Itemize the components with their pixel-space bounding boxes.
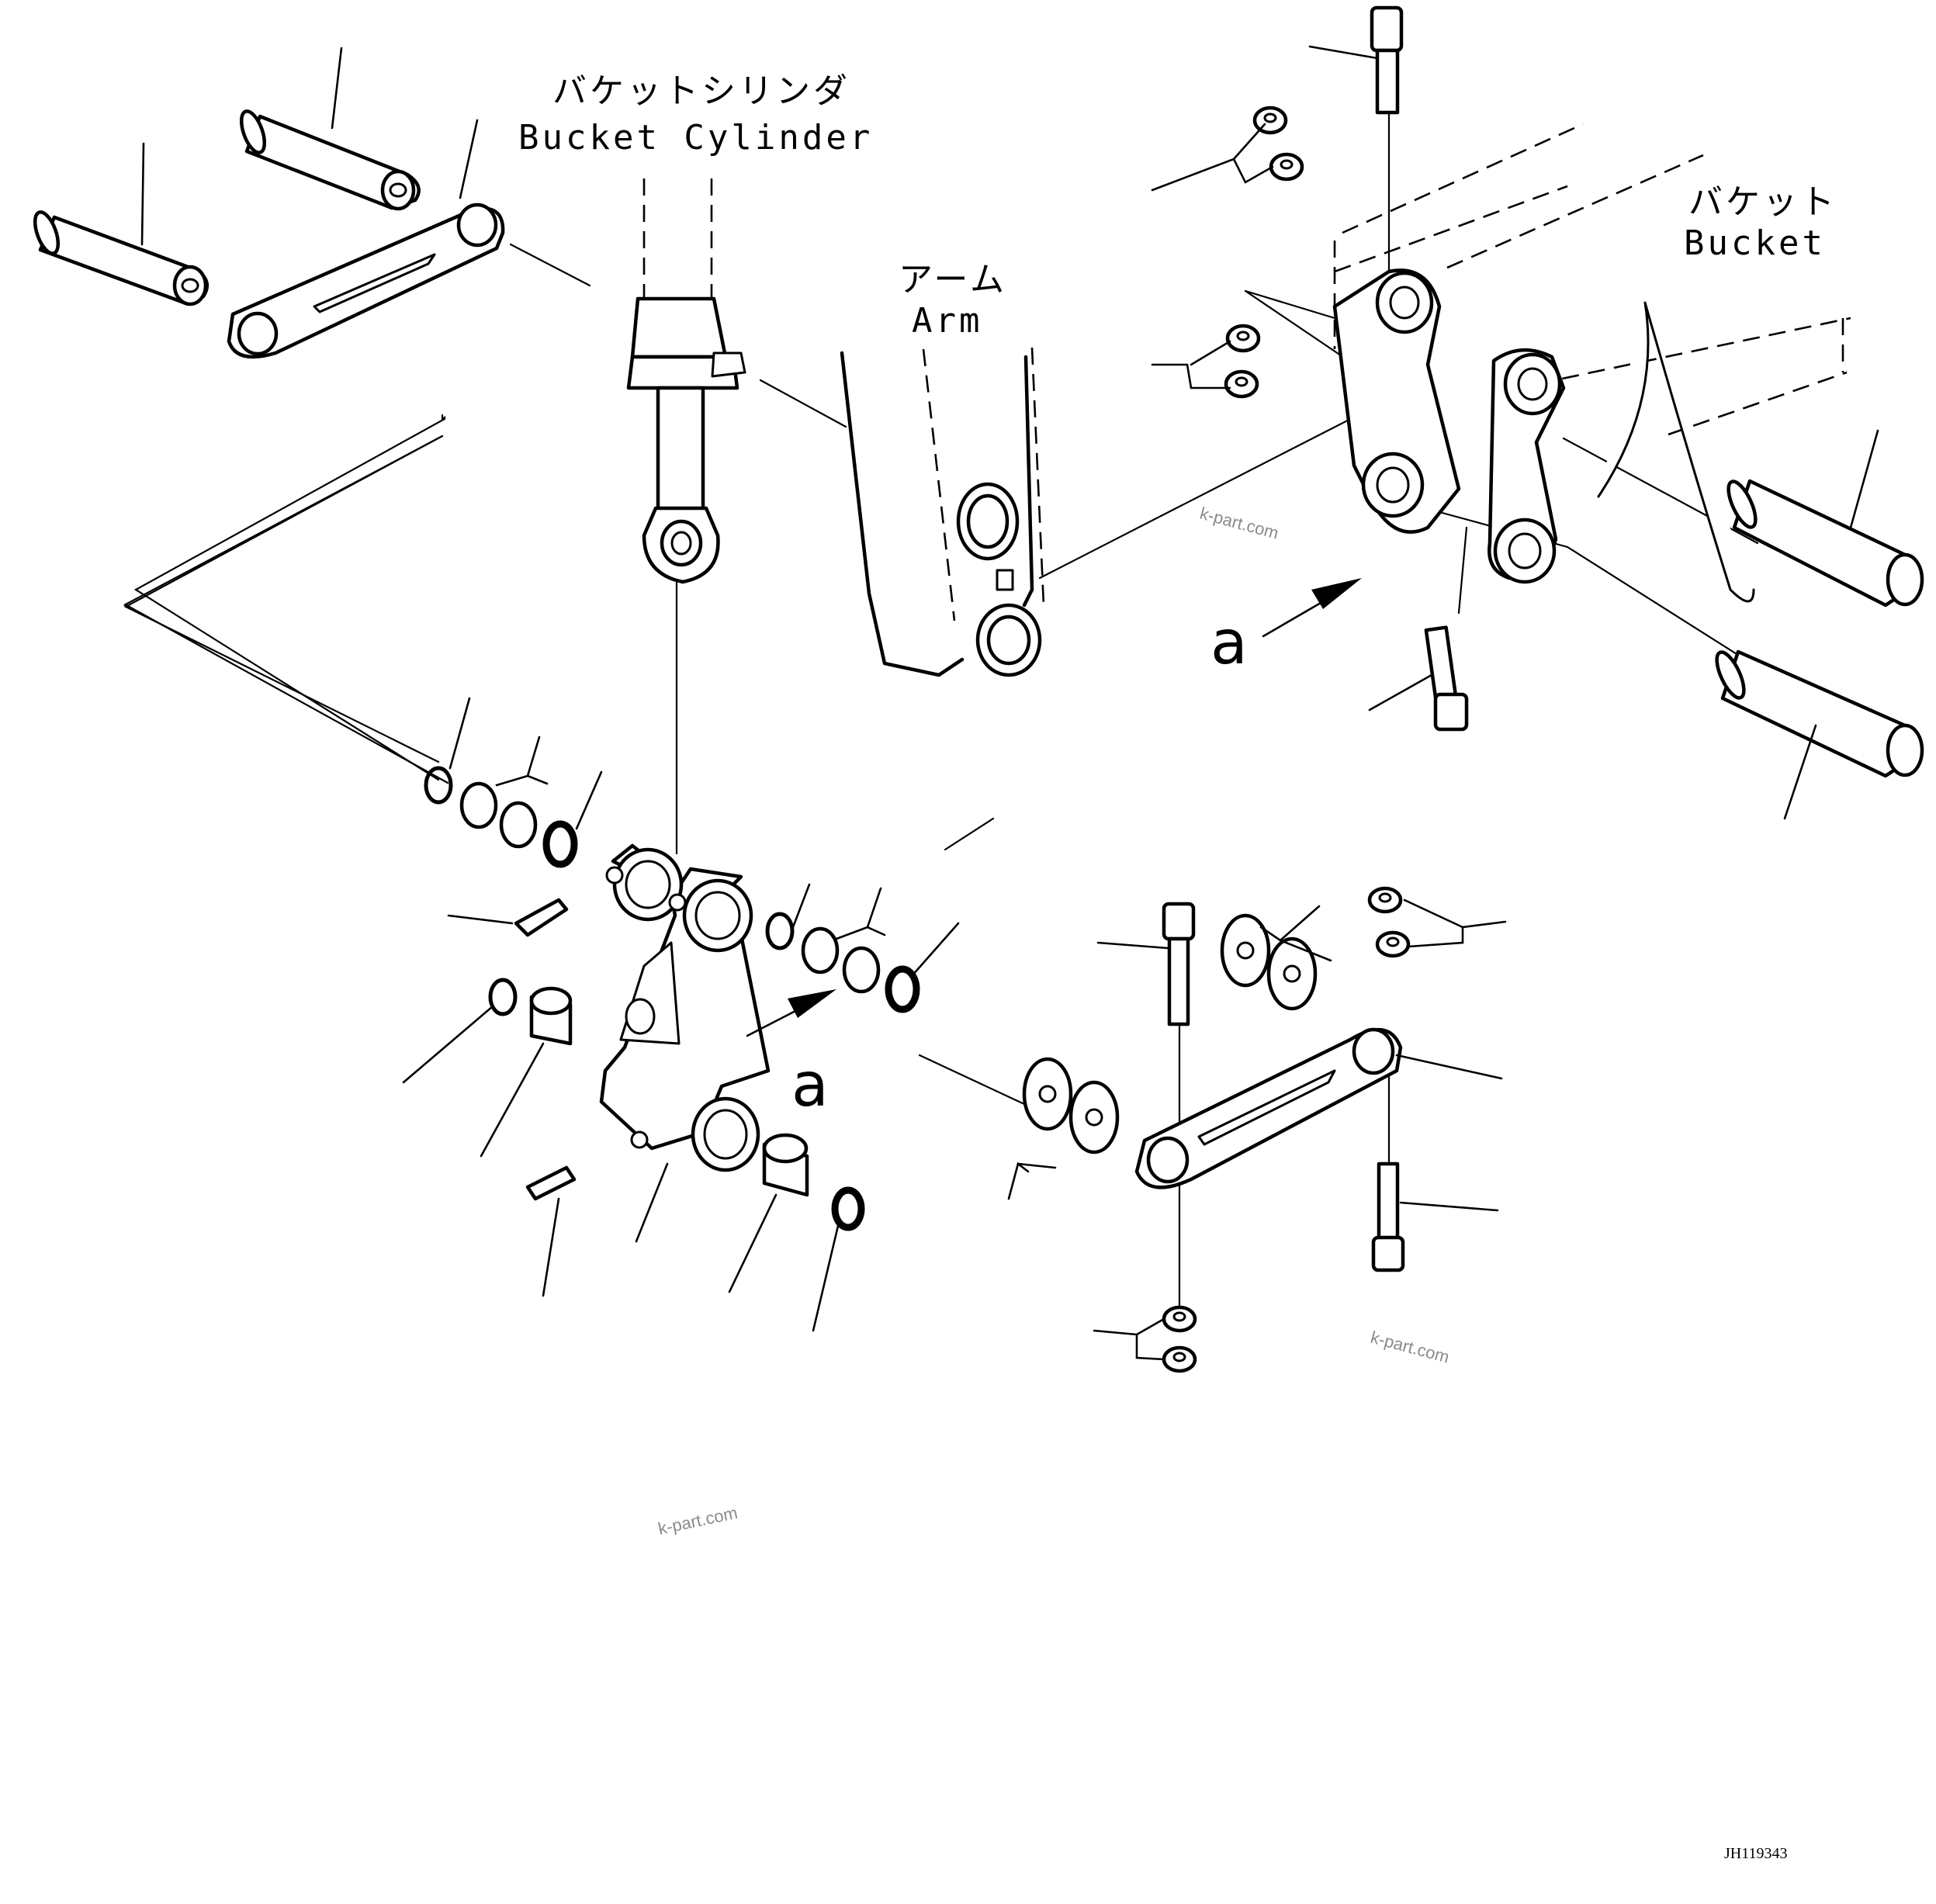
bucket-label-jp: バケット [1688, 182, 1837, 222]
arm-end [840, 347, 1045, 677]
grease-fittings [514, 898, 577, 1201]
bolt-lower-left [1162, 902, 1196, 1026]
bucket-cylinder-label-jp: バケットシリンダ [552, 71, 850, 111]
link-plate-upper [227, 203, 505, 359]
view-arrow-bottom [746, 989, 836, 1037]
pin-upper-left [239, 109, 421, 211]
bolt-lower-right [1371, 1161, 1405, 1272]
link-plate-lower [1134, 1027, 1403, 1189]
pin-right-lower [1715, 649, 1924, 778]
bucket-label-en: Bucket [1684, 223, 1826, 263]
bushings-lower [488, 978, 865, 1231]
view-ref-bottom: a [791, 1051, 829, 1120]
bucket-body [1332, 123, 1851, 603]
watermark-3: k-part.com [656, 1503, 739, 1539]
seal-rings-center [765, 912, 920, 1013]
arm-label-jp: アーム [899, 260, 1007, 299]
drawing-code: JH119343 [1724, 1845, 1787, 1862]
pin-lower-left [33, 210, 210, 306]
bolt-mid [1424, 625, 1469, 732]
arm-label-en: Arm [912, 301, 982, 341]
bucket-link-frame [599, 843, 771, 1172]
seal-rings-left [424, 766, 578, 868]
view-ref-top: a [1210, 608, 1248, 678]
leader-lines [140, 45, 1879, 1361]
watermark-2: k-part.com [1369, 1328, 1452, 1367]
bucket-cylinder-label-en: Bucket Cylinder [518, 118, 873, 158]
shims [1022, 913, 1318, 1155]
pin-right-upper [1726, 479, 1924, 608]
nuts-top [1224, 106, 1304, 399]
view-arrow-top [1262, 578, 1362, 638]
bucket-cylinder [626, 178, 746, 584]
bolt-top [1370, 5, 1404, 115]
watermark-1: k-part.com [1198, 504, 1281, 543]
